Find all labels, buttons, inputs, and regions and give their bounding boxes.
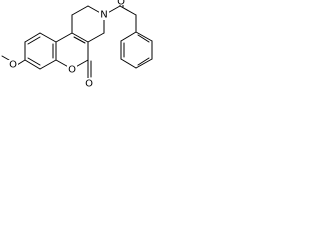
methoxy-oxygen-label: O <box>9 60 17 71</box>
lactone-oxygen-label: O <box>68 65 76 76</box>
phenyl-ring <box>120 31 153 69</box>
nitrogen-label: N <box>100 10 107 21</box>
amide-oxygen-label: O <box>117 0 125 8</box>
benzo-ring <box>24 32 57 70</box>
carbonyl-oxygen-label: O <box>85 79 93 90</box>
lactone-ring <box>55 32 92 79</box>
methoxy-group <box>1 55 26 66</box>
atom-labels: O O O N O <box>8 0 126 90</box>
chemical-structure-diagram: O O O N O <box>1 0 153 90</box>
